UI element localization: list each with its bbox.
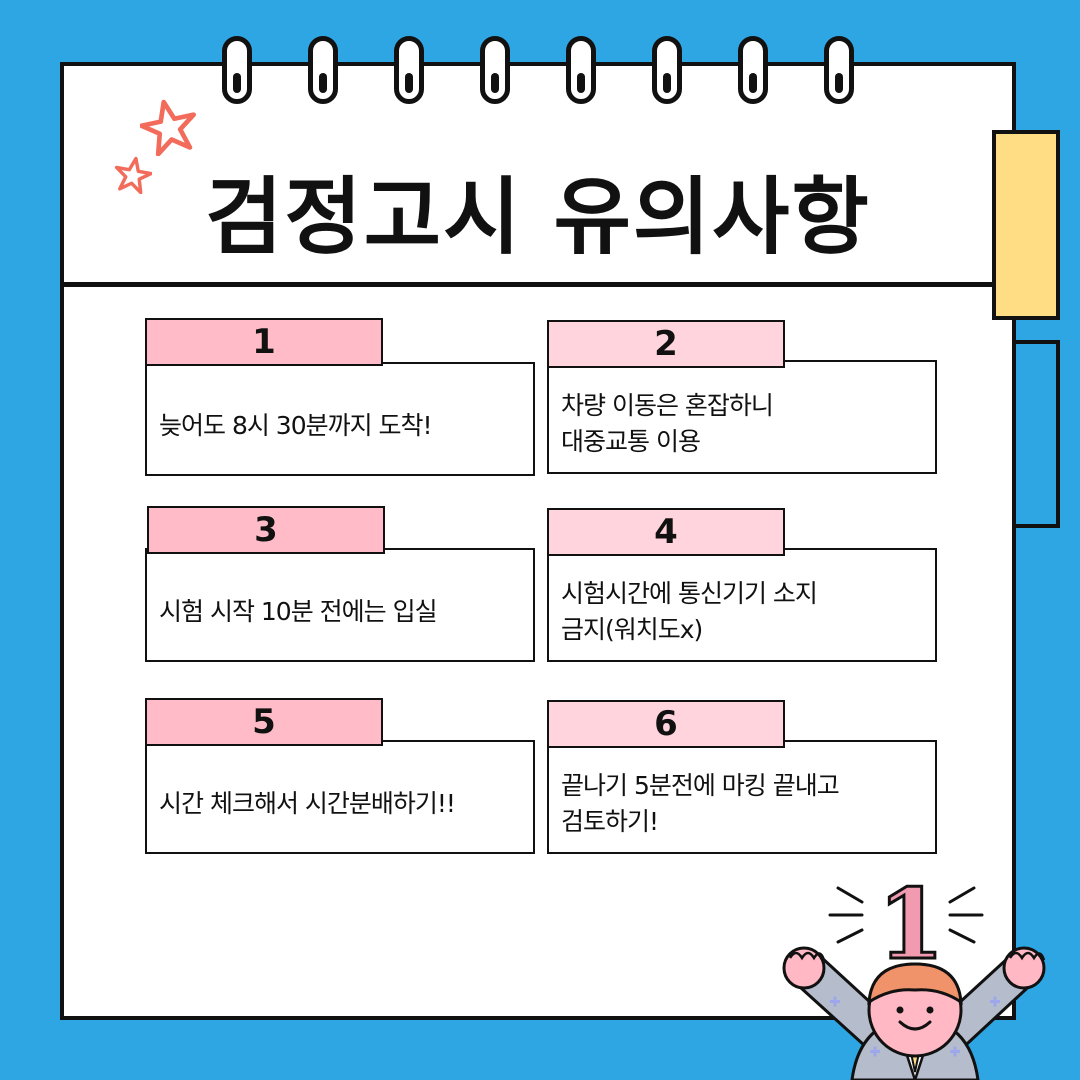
- note-card-number: 3: [147, 506, 385, 554]
- star-icon: [140, 99, 196, 156]
- note-card-box: 차량 이동은 혼잡하니 대중교통 이용: [547, 360, 937, 474]
- spiral-ring-icon: [480, 36, 510, 104]
- cheering-mascot-icon: 1: [782, 867, 1046, 1080]
- note-card-number: 6: [547, 700, 785, 748]
- note-card-box: 끝나기 5분전에 마킹 끝내고 검토하기!: [547, 740, 937, 854]
- star-icon: [114, 156, 152, 194]
- suit-pattern: [830, 996, 1000, 1057]
- note-card-box: 시간 체크해서 시간분배하기!!: [145, 740, 535, 854]
- note-card-number: 5: [145, 698, 383, 746]
- note-card-text: 시험 시작 10분 전에는 입실: [159, 597, 438, 626]
- title-divider: [60, 282, 994, 287]
- note-card-number: 4: [547, 508, 785, 556]
- yellow-tab: [992, 130, 1060, 320]
- spiral-ring-icon: [652, 36, 682, 104]
- page-title: 검정고시 유의사항: [205, 168, 871, 266]
- note-card-text: 차량 이동은 혼잡하니 대중교통 이용: [561, 391, 774, 456]
- mascot-badge: 1: [878, 868, 945, 981]
- spiral-ring-icon: [824, 36, 854, 104]
- spiral-ring-icon: [738, 36, 768, 104]
- spiral-ring-icon: [394, 36, 424, 104]
- note-card-text: 늦어도 8시 30분까지 도착!: [159, 411, 433, 440]
- note-card-number: 1: [145, 318, 383, 366]
- note-card-box: 시험시간에 통신기기 소지 금지(워치도x): [547, 548, 937, 662]
- blue-tab: [1016, 340, 1060, 528]
- note-card-text: 시험시간에 통신기기 소지 금지(워치도x): [561, 579, 818, 644]
- note-card-box: 늦어도 8시 30분까지 도착!: [145, 362, 535, 476]
- note-card-text: 시간 체크해서 시간분배하기!!: [159, 789, 456, 818]
- note-card-number: 2: [547, 320, 785, 368]
- spiral-ring-icon: [566, 36, 596, 104]
- spiral-ring-icon: [222, 36, 252, 104]
- note-card-box: 시험 시작 10분 전에는 입실: [145, 548, 535, 662]
- note-card-text: 끝나기 5분전에 마킹 끝내고 검토하기!: [561, 771, 840, 836]
- burst-lines: [828, 886, 984, 944]
- spiral-ring-icon: [308, 36, 338, 104]
